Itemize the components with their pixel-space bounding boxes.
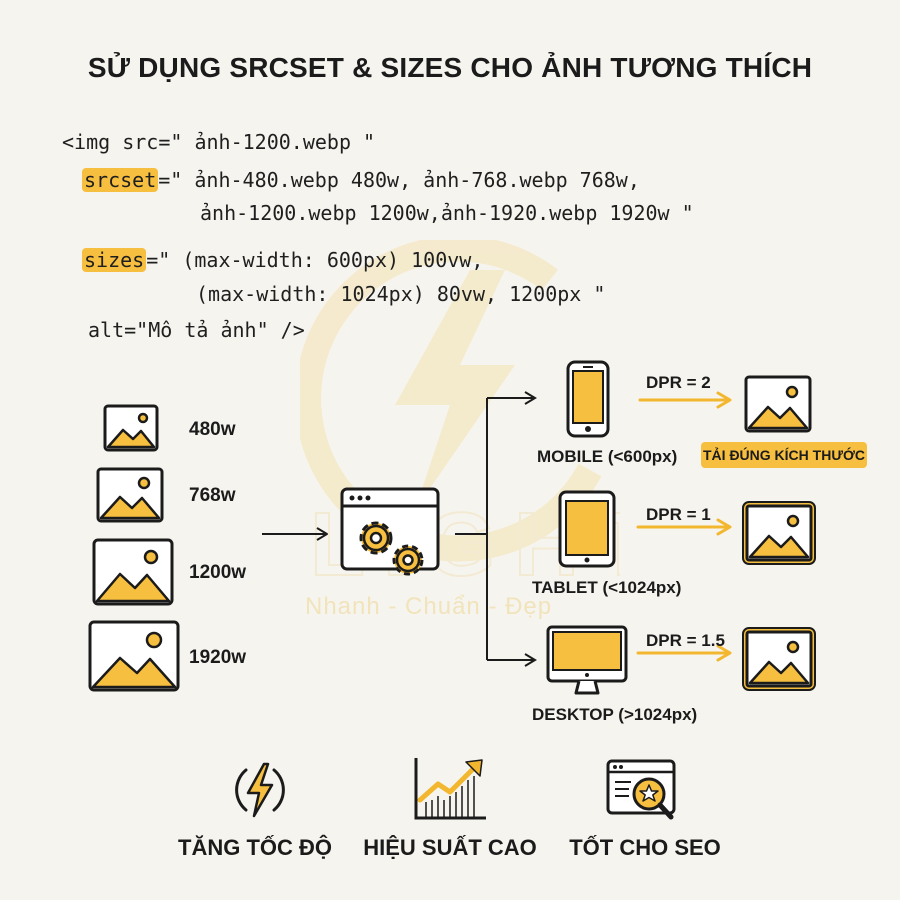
load-correct-size-badge: TẢI ĐÚNG KÍCH THƯỚC	[701, 442, 867, 468]
seo-search-icon	[606, 759, 676, 820]
result-image-icon-tablet	[742, 501, 816, 565]
image-icon-480	[103, 404, 159, 452]
watermark-tagline: Nhanh - Chuẩn - Đẹp	[305, 593, 553, 620]
code-line-6: alt="Mô tả ảnh" />	[88, 318, 305, 342]
source-label-1920: 1920w	[189, 647, 247, 668]
feature-seo-label: TỐT CHO SEO	[569, 835, 721, 860]
tablet-icon	[558, 490, 616, 568]
phone-icon	[566, 360, 610, 438]
dpr-label-tablet: DPR = 1	[646, 505, 711, 524]
lightning-icon	[235, 762, 285, 818]
result-image-icon-mobile	[744, 375, 812, 433]
browser-gear-icon	[340, 487, 440, 576]
image-icon-1200	[92, 538, 174, 606]
source-label-768: 768w	[189, 485, 236, 506]
result-image-icon-desktop	[742, 627, 816, 691]
growth-chart-icon	[414, 758, 486, 820]
code-line-3: ảnh-1200.webp 1200w,ảnh-1920.webp 1920w …	[200, 201, 694, 225]
source-label-1200: 1200w	[189, 562, 247, 583]
device-label-tablet: TABLET (<1024px)	[532, 578, 682, 597]
code-line-4: sizes=" (max-width: 600px) 100vw,	[82, 248, 483, 272]
srcset-highlight: srcset	[82, 168, 159, 192]
dpr-label-desktop: DPR = 1.5	[646, 631, 725, 650]
feature-performance-label: HIỆU SUẤT CAO	[363, 835, 537, 860]
code-line-2-rest: =" ảnh-480.webp 480w, ảnh-768.webp 768w,	[158, 168, 640, 192]
source-label-480: 480w	[189, 419, 236, 440]
dpr-label-mobile: DPR = 2	[646, 373, 711, 392]
monitor-icon	[546, 625, 628, 695]
code-line-2: srcset=" ảnh-480.webp 480w, ảnh-768.webp…	[82, 168, 640, 192]
device-label-mobile: MOBILE (<600px)	[537, 447, 678, 466]
code-line-4-rest: =" (max-width: 600px) 100vw,	[146, 248, 484, 272]
sizes-highlight: sizes	[82, 248, 147, 272]
code-line-5: (max-width: 1024px) 80vw, 1200px "	[196, 282, 606, 306]
image-icon-1920	[88, 620, 180, 692]
image-icon-768	[96, 467, 164, 523]
page-title: SỬ DỤNG SRCSET & SIZES CHO ẢNH TƯƠNG THÍ…	[87, 52, 813, 83]
feature-speed-label: TĂNG TỐC ĐỘ	[178, 835, 332, 860]
code-line-1: <img src=" ảnh-1200.webp "	[62, 130, 376, 154]
device-label-desktop: DESKTOP (>1024px)	[532, 705, 698, 724]
